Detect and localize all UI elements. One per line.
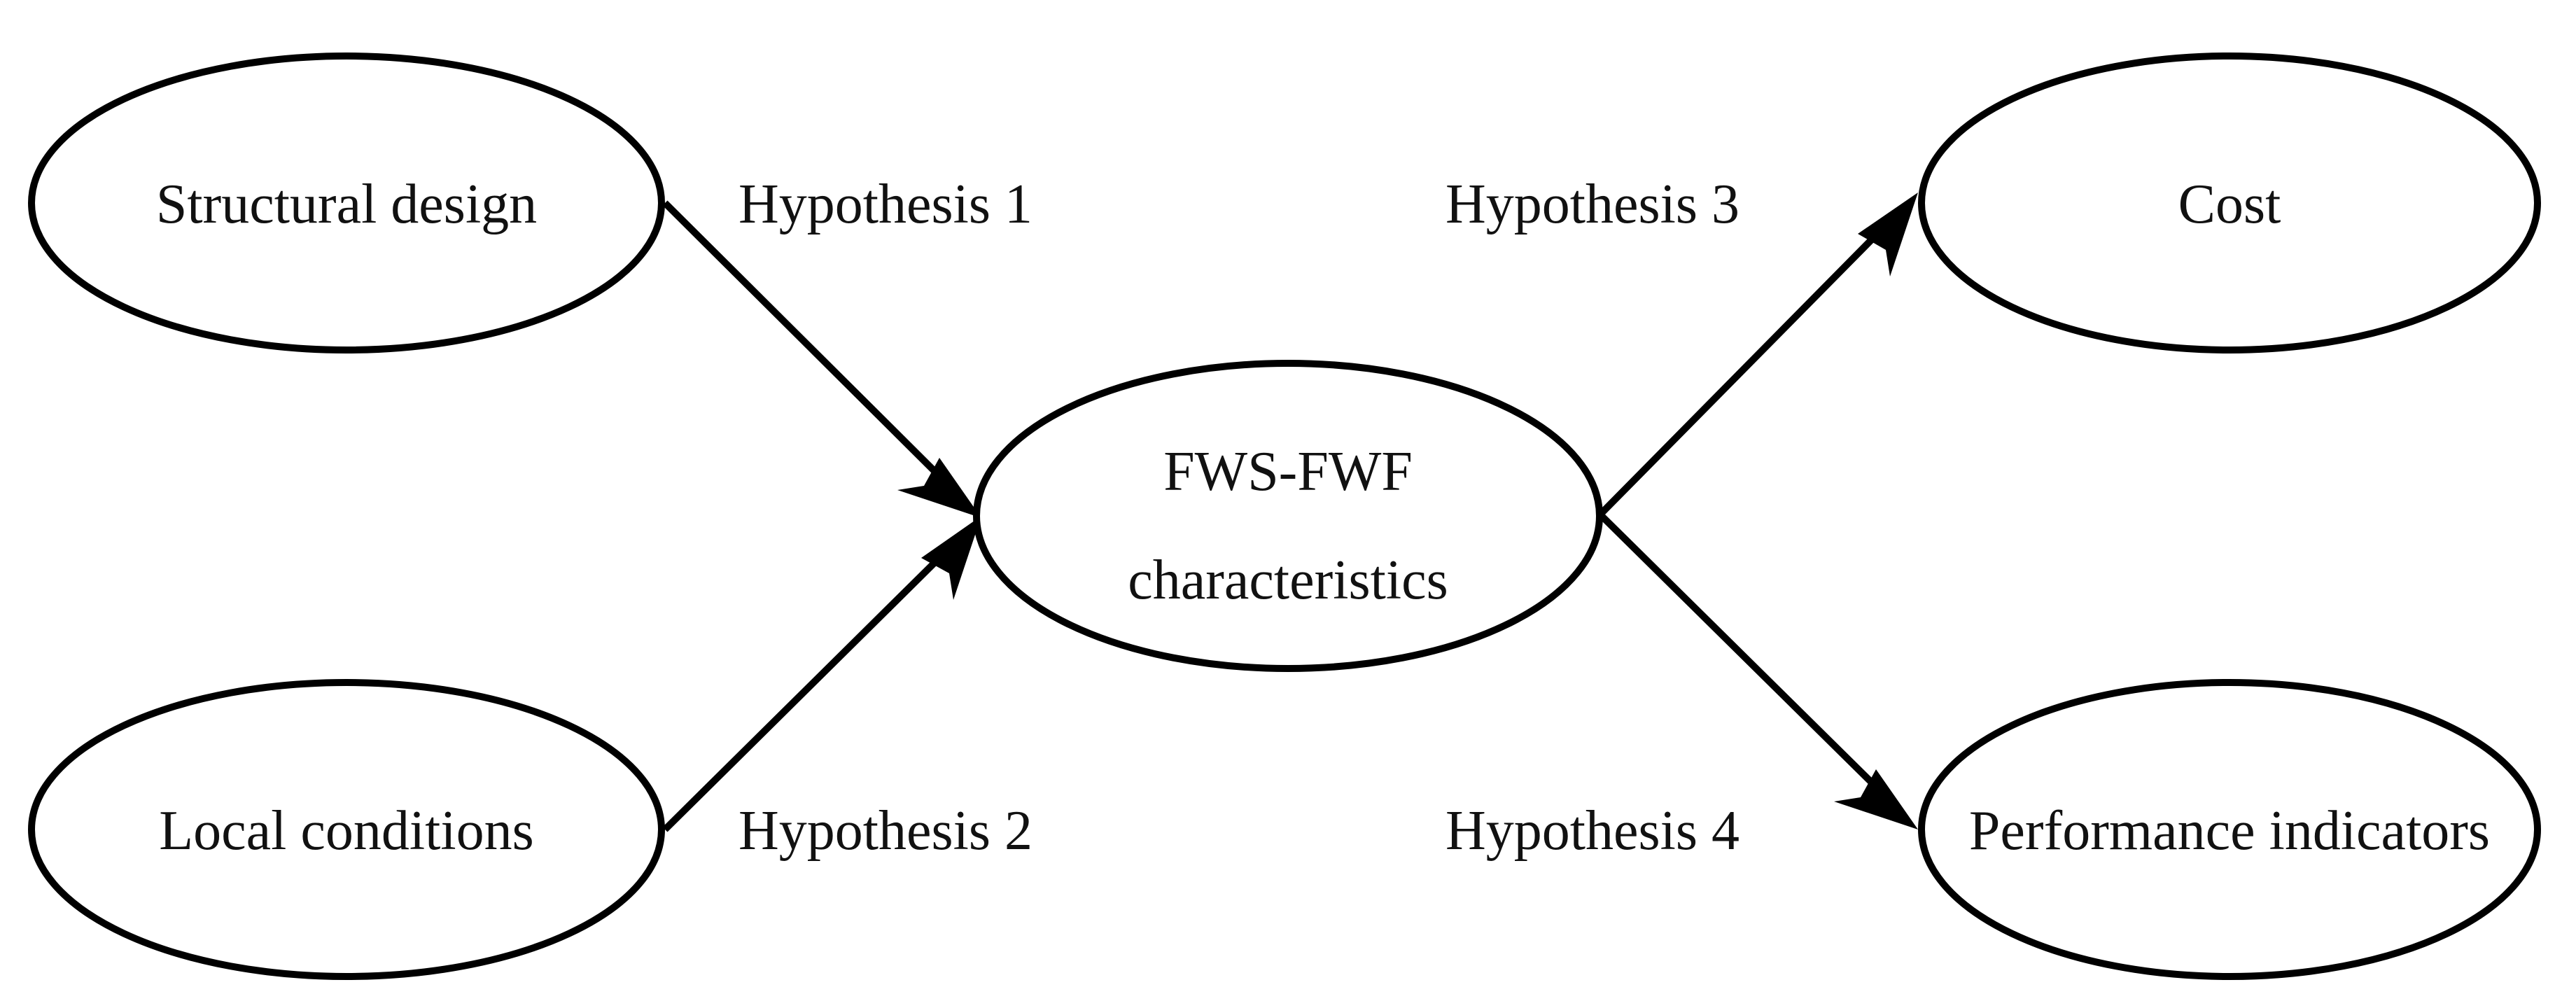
node-structural-design-label: Structural design <box>156 174 537 235</box>
edge-h1-arrowhead <box>897 458 981 518</box>
node-fws-fwf-characteristics: FWS-FWF characteristics <box>973 360 1603 672</box>
edge-h2-line <box>662 558 939 832</box>
node-structural-design-ellipse <box>28 52 665 354</box>
edge-h3-arrowhead <box>1858 192 1918 276</box>
node-performance-indicators-ellipse <box>1918 679 2541 980</box>
edge-label-hypothesis-4: Hypothesis 4 <box>1446 800 1740 862</box>
node-fws-fwf-label-line1: FWS-FWF <box>1163 441 1413 503</box>
edge-label-hypothesis-3: Hypothesis 3 <box>1446 174 1740 235</box>
node-cost-label: Cost <box>2178 174 2281 235</box>
edge-h1-line <box>662 200 939 476</box>
edge-h3-line <box>1597 234 1877 517</box>
edge-h2-arrowhead <box>921 516 981 600</box>
node-structural-design: Structural design <box>28 52 665 354</box>
node-local-conditions-ellipse <box>28 679 665 980</box>
edge-h4-arrowhead <box>1834 769 1918 830</box>
node-performance-indicators-label: Performance indicators <box>1969 800 2490 862</box>
node-fws-fwf-label-line2: characteristics <box>1128 550 1448 611</box>
node-local-conditions-label: Local conditions <box>159 800 533 862</box>
node-performance-indicators: Performance indicators <box>1918 679 2541 980</box>
node-cost-ellipse <box>1918 52 2541 354</box>
node-fws-fwf-ellipse <box>973 360 1603 672</box>
node-cost: Cost <box>1918 52 2541 354</box>
edge-h4-line <box>1597 512 1877 788</box>
edge-label-hypothesis-1: Hypothesis 1 <box>738 174 1032 235</box>
node-local-conditions: Local conditions <box>28 679 665 980</box>
edge-label-hypothesis-2: Hypothesis 2 <box>738 800 1032 862</box>
edges <box>662 192 1918 832</box>
